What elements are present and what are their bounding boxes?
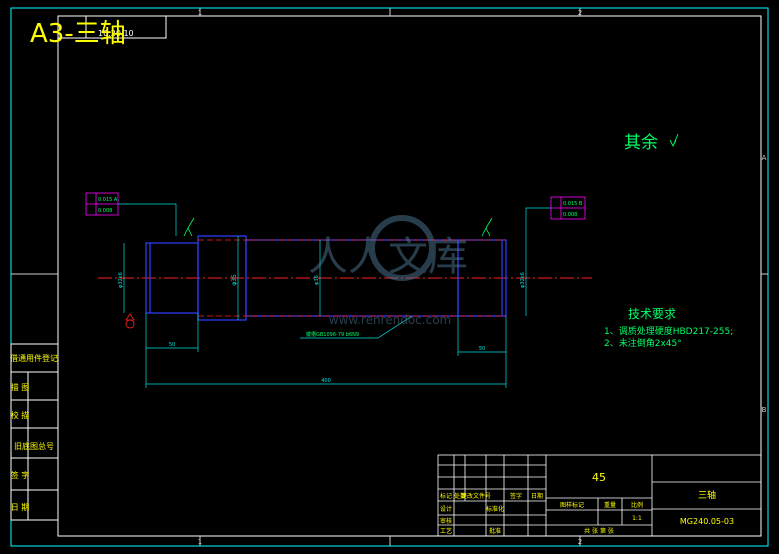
- roughness-symbol: [183, 217, 195, 237]
- strip-label-0: 借通用件登记: [10, 353, 58, 363]
- tb-row-label-2: 审核: [440, 517, 452, 525]
- dim-right-seg: 50: [479, 346, 485, 352]
- tb-scale-label: 比例: [631, 501, 643, 509]
- watermark-text: 人人文库: [308, 234, 468, 280]
- tech-req-title: 技术要求: [628, 307, 676, 321]
- tol-right-1: 0.015 B: [563, 201, 583, 207]
- left-info-strip: 借通用件登记 描 图 校 描 旧底图总号 签 字 日 期: [10, 343, 59, 521]
- tb-rev-label-2: 更改文件号: [461, 492, 491, 500]
- grid-label-top-1: 1: [198, 9, 202, 17]
- tb-row-label-4: 批准: [489, 527, 501, 535]
- tb-scale: 1:1: [632, 515, 642, 522]
- tol-left-1: 0.015 A: [98, 197, 118, 203]
- rest-roughness-symbol: [669, 133, 679, 148]
- tb-weight-label: 重量: [604, 501, 616, 509]
- strip-label-4: 签 字: [11, 470, 30, 480]
- tol-right-2: 0.008: [563, 212, 577, 218]
- grid-label-side-b: B: [762, 406, 767, 414]
- watermark-logo: 人人文库 www.renrendoc.com: [308, 215, 468, 327]
- strip-label-1: 描 图: [11, 382, 30, 392]
- tolerance-frame-right: 0.015 B 0.008: [525, 196, 586, 240]
- title-code: 10.20.10: [98, 29, 134, 38]
- shaft-hidden-lines: [198, 239, 506, 317]
- tb-row-label-3: 工艺: [440, 527, 452, 535]
- tb-material: 45: [592, 471, 606, 484]
- tolerance-frame-left: 0.015 A 0.008: [85, 192, 177, 236]
- dim-dia-left: φ32k6: [118, 272, 124, 288]
- dim-total: 400: [321, 378, 331, 384]
- tb-rev-label-3: 签字: [510, 492, 522, 500]
- roughness-symbol: [481, 217, 493, 237]
- datum-symbol: [125, 319, 135, 329]
- keyway-callout: 键槽GB1096-79 b6N9: [306, 331, 359, 338]
- tb-rev-label-0: 标记: [440, 492, 452, 500]
- title-block: [437, 454, 762, 537]
- watermark-url: www.renrendoc.com: [329, 313, 451, 327]
- drawing-title: A3-三轴: [30, 19, 126, 49]
- tech-req-1: 1、调质处理硬度HBD217-255;: [604, 325, 733, 337]
- grid-label-bottom-1: 1: [198, 538, 202, 546]
- diameter-dimensions: [123, 236, 527, 320]
- tb-rev-label-4: 日期: [531, 492, 543, 500]
- length-dimensions: [145, 313, 507, 388]
- dim-dia-mid1: φ35: [231, 274, 238, 286]
- datum-symbol: [125, 313, 135, 321]
- tb-rev-label-1: 处数: [454, 492, 466, 500]
- tb-row-label-1: 标准化: [486, 505, 504, 513]
- title-code-box: [57, 15, 167, 39]
- drawing-frame: [57, 15, 762, 537]
- tb-stage-label: 图样标记: [560, 501, 584, 509]
- tech-req-2: 2、未注倒角2x45°: [604, 337, 682, 349]
- tb-part-name: 三轴: [698, 489, 716, 501]
- tb-row-label-0: 设计: [440, 505, 452, 513]
- tb-drawing-no: MG240.05-03: [680, 517, 734, 526]
- grid-label-bottom-2: 2: [578, 538, 582, 546]
- rest-roughness-note: 其余: [624, 133, 658, 153]
- strip-label-2: 校 描: [11, 410, 30, 420]
- dim-left-seg: 50: [169, 342, 175, 348]
- strip-label-3: 旧底图总号: [14, 441, 54, 451]
- tb-sheet-label: 共 张 第 张: [584, 527, 614, 535]
- dim-dia-right: φ32k6: [520, 272, 526, 288]
- strip-label-5: 日 期: [11, 503, 30, 512]
- grid-label-top-2: 2: [578, 9, 582, 17]
- dim-dia-mid2: φ36: [314, 275, 320, 285]
- grid-label-side-a: A: [762, 154, 767, 162]
- keyway-leader: [377, 315, 413, 339]
- tol-left-2: 0.008: [98, 208, 112, 214]
